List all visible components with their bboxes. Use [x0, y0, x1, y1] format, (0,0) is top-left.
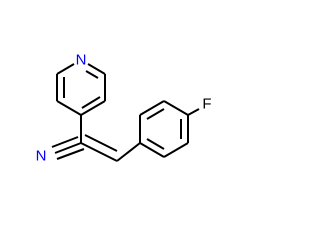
nitrile-nitrogen-label: N [36, 148, 47, 165]
fluorophenyl-ring [139, 100, 189, 158]
bond-double-inner [146, 138, 165, 150]
pyridine-ring [56, 63, 106, 116]
bond [56, 100, 82, 116]
bond-double-inner [81, 96, 101, 109]
alkene-double-bond [80, 134, 118, 162]
bond [56, 148, 85, 160]
bond [139, 142, 165, 158]
bond [139, 100, 165, 116]
bond [116, 142, 141, 162]
molecule-structure: N N F [36, 52, 212, 165]
bond-double-inner [146, 108, 165, 120]
bond [80, 142, 118, 162]
bond-double-inner [84, 134, 118, 152]
nitrile-group [51, 136, 85, 160]
bond [80, 100, 106, 116]
bond [187, 108, 200, 116]
bond [56, 63, 75, 75]
bond-double-inner [85, 70, 99, 79]
pyridine-nitrogen-label: N [76, 52, 87, 69]
bond [87, 63, 106, 75]
fluorine-label: F [202, 96, 211, 113]
bond [51, 136, 79, 148]
bond [54, 142, 82, 154]
bond [163, 142, 189, 158]
bond [163, 100, 189, 116]
